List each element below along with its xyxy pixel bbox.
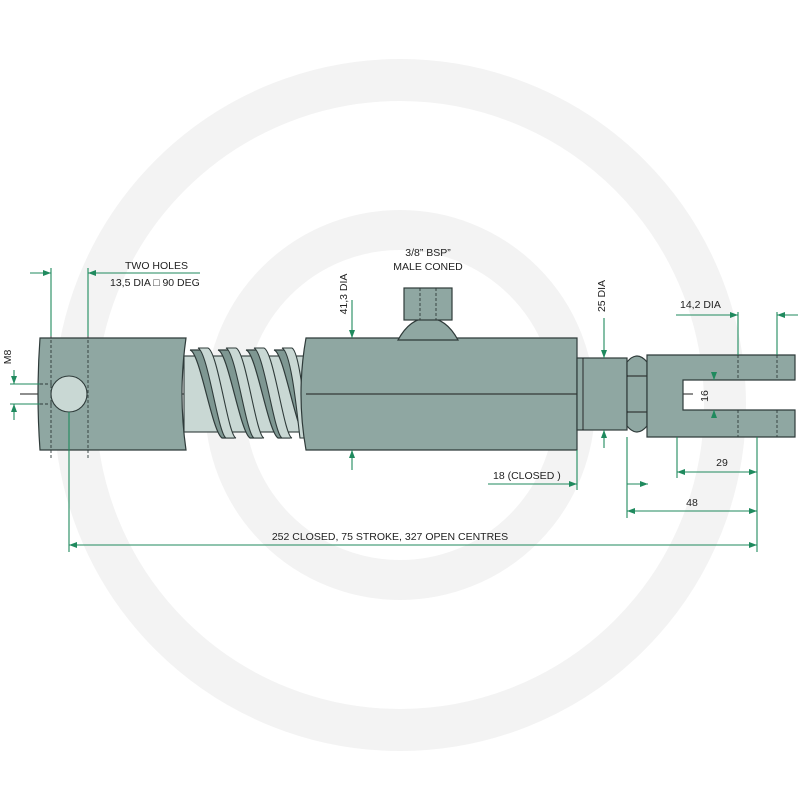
barrel xyxy=(300,337,578,451)
port-label-line2: MALE CONED xyxy=(393,261,463,273)
thread-label: M8 xyxy=(2,350,14,365)
clevis xyxy=(646,354,796,438)
port-fitting xyxy=(396,287,460,341)
clevis-length-label: 48 xyxy=(686,497,698,509)
rod-dia-label: 25 DIA xyxy=(596,280,608,312)
two-holes-label-line1: TWO HOLES xyxy=(125,260,188,272)
piston-rod xyxy=(576,357,628,431)
clevis-gap-label: 16 xyxy=(699,390,711,402)
port-label-line1: 3/8” BSP” xyxy=(405,247,451,259)
hex-nut xyxy=(626,355,648,433)
clevis-depth-label: 29 xyxy=(716,457,728,469)
body-dia-label: 41,3 DIA xyxy=(338,274,350,315)
dimension-lines xyxy=(10,268,798,552)
spring xyxy=(183,347,319,439)
eye-hole-icon xyxy=(50,375,88,413)
overall-length-label: 252 CLOSED, 75 STROKE, 327 OPEN CENTRES xyxy=(272,531,508,543)
closed-offset-label: 18 (CLOSED ) xyxy=(493,470,561,482)
two-holes-label-line2: 13,5 DIA □ 90 DEG xyxy=(110,277,200,289)
eye-end xyxy=(37,330,187,458)
clevis-hole-label: 14,2 DIA xyxy=(680,299,721,311)
